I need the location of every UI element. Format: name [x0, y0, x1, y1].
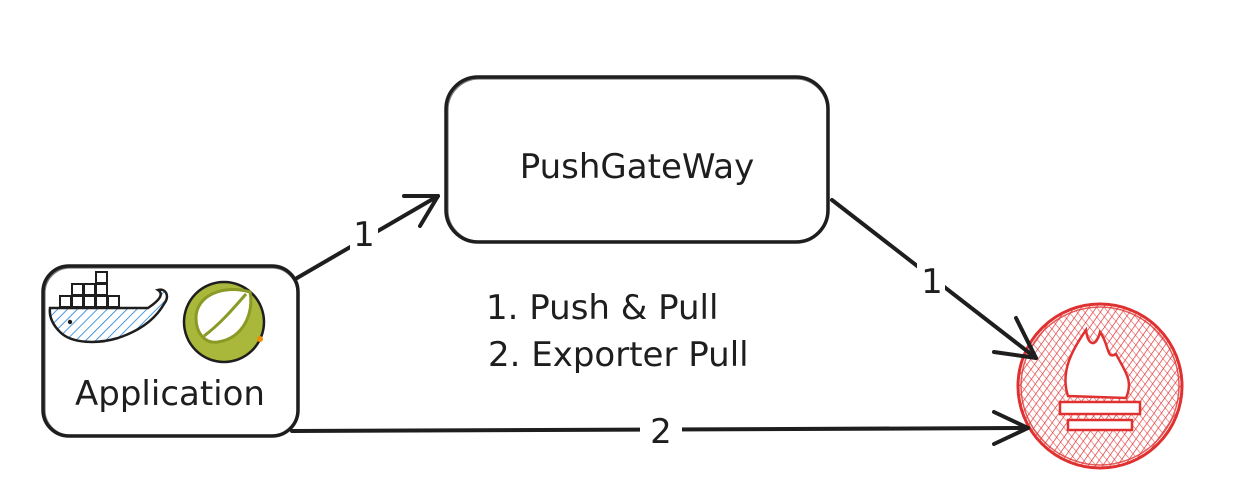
pushgateway-label: PushGateWay: [520, 147, 755, 187]
legend-line-1: 1. Push & Pull: [486, 288, 718, 328]
edge-app-to-gateway: 1: [295, 194, 440, 280]
pushgateway-node[interactable]: PushGateWay: [444, 75, 830, 244]
application-label: Application: [75, 374, 265, 414]
prometheus-flame-icon: [1016, 302, 1184, 470]
edge-label-gateway-to-prometheus: 1: [921, 262, 943, 302]
docker-whale-icon: [48, 271, 169, 344]
edge-label-app-to-gateway: 1: [353, 215, 375, 255]
legend: 1. Push & Pull 2. Exporter Pull: [486, 288, 749, 375]
application-node[interactable]: Application: [41, 264, 300, 438]
edge-gateway-to-prometheus: 1: [830, 198, 1038, 360]
edge-app-to-prometheus: 2: [290, 410, 1030, 452]
legend-line-2: 2. Exporter Pull: [488, 335, 749, 375]
spring-leaf-icon: [182, 280, 266, 364]
edge-label-app-to-prometheus: 2: [650, 412, 672, 452]
